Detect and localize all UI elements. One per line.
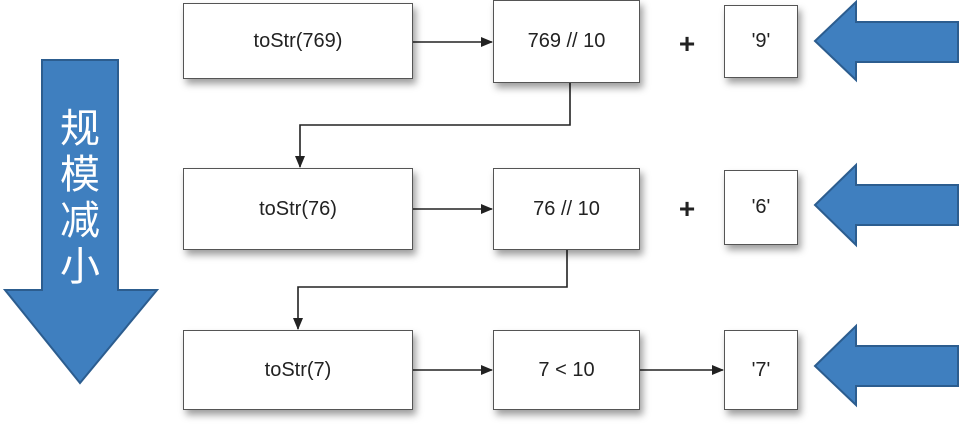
result-box-row-1: '9'	[724, 5, 798, 78]
result-box-row-2: '6'	[724, 170, 798, 245]
base-case-box-row-3: 7 < 10	[493, 330, 640, 410]
return-arrow-row-2	[813, 162, 959, 248]
scale-shrinks-label: 规模减小	[60, 106, 100, 290]
result-box-row-3: '7'	[724, 330, 798, 410]
call-box-row-3: toStr(7)	[183, 330, 413, 410]
connector-recurse-2	[293, 250, 568, 330]
down-arrow-shape	[2, 59, 160, 385]
call-box-row-1: toStr(769)	[183, 3, 413, 79]
division-box-row-1: 769 // 10	[493, 0, 640, 83]
call-box-row-2: toStr(76)	[183, 168, 413, 250]
return-arrow-row-3	[813, 323, 959, 408]
division-box-row-2: 76 // 10	[493, 168, 640, 250]
plus-operator-row-2: +	[678, 193, 696, 224]
connector-recurse-1	[295, 83, 571, 168]
plus-operator-row-1: +	[678, 28, 696, 59]
return-arrow-row-1	[813, 0, 959, 83]
